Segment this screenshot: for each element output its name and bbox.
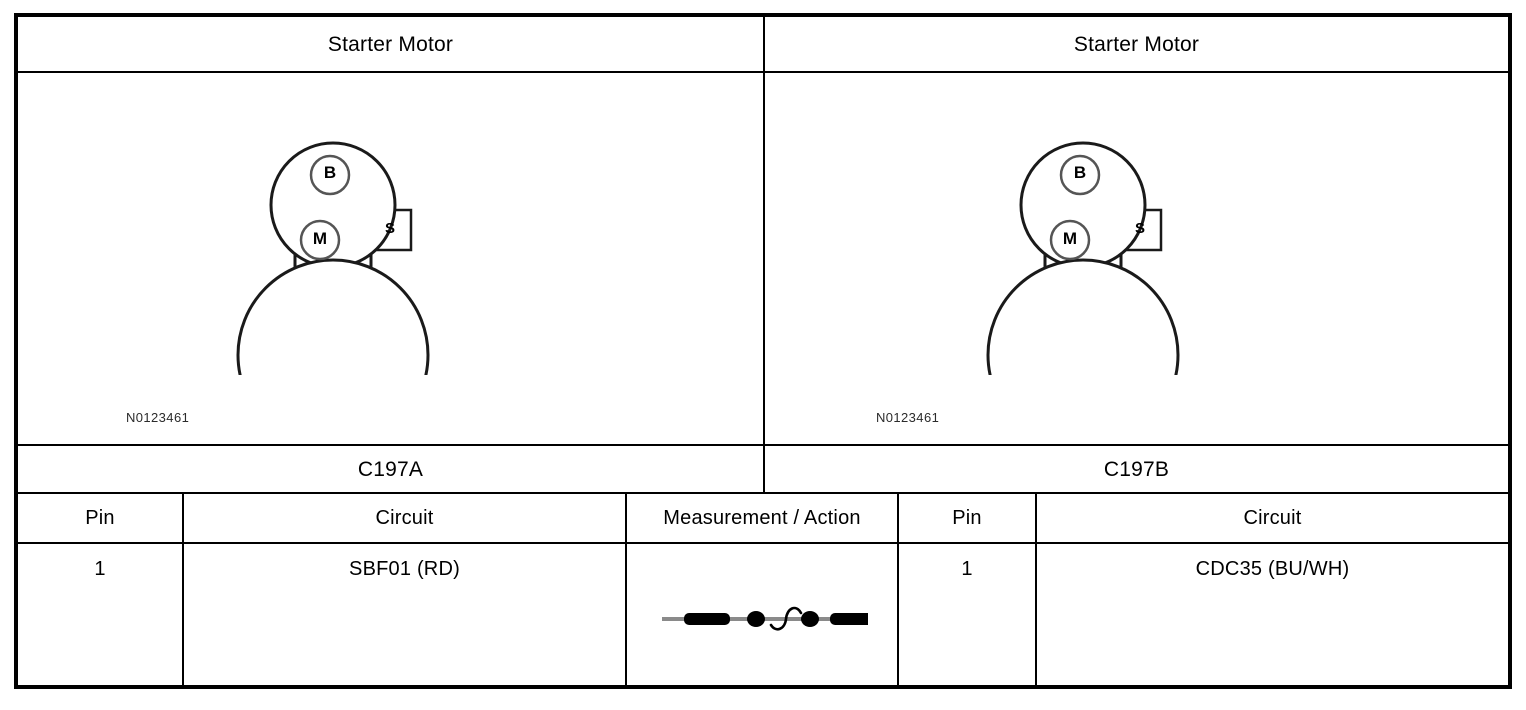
cell-pin-left: 1 [94,558,106,580]
panel-title-right: Starter Motor [1073,32,1200,56]
column-header-circuit-right: Circuit [1243,507,1302,529]
rule-left-pin-circuit [182,492,184,685]
panel-title-left: Starter Motor [327,32,454,56]
rule-under-column-headers [18,542,1508,544]
column-header-pin-right: Pin [952,507,982,529]
terminal-label-m: M [1062,229,1078,248]
starter-motor-illustration-left: B M S [163,105,493,375]
starter-motor-illustration-right: B M S [913,105,1243,375]
cell-circuit-left: SBF01 (RD) [349,558,460,580]
terminal-label-m: M [312,229,328,248]
connector-name-left: C197A [357,457,424,481]
illustration-id-right: N0123461 [876,410,940,425]
connector-name-right: C197B [1103,457,1170,481]
column-header-measurement-action: Measurement / Action [663,507,861,529]
rule-under-connector [18,492,1508,494]
rule-right-pin-circuit [1035,492,1037,685]
rule-measurement-right-pin [897,492,899,685]
terminal-label-s: S [1134,220,1145,237]
starter-motor-drawing [986,141,1180,375]
terminal-label-b: B [323,163,337,182]
resistance-continuity-probe-symbol [658,595,876,646]
rule-panel-split [763,17,765,492]
table-frame: Starter Motor Starter Motor B M [14,13,1512,689]
cell-circuit-right: CDC35 (BU/WH) [1195,558,1350,580]
column-header-pin-left: Pin [85,507,115,529]
terminal-label-b: B [1073,163,1087,182]
rule-left-circuit-measurement [625,492,627,685]
column-header-circuit-left: Circuit [375,507,434,529]
starter-motor-drawing [236,141,430,375]
measurement-symbol-drawing [662,606,876,631]
cell-pin-right: 1 [961,558,973,580]
terminal-label-s: S [384,220,395,237]
illustration-id-left: N0123461 [126,410,190,425]
